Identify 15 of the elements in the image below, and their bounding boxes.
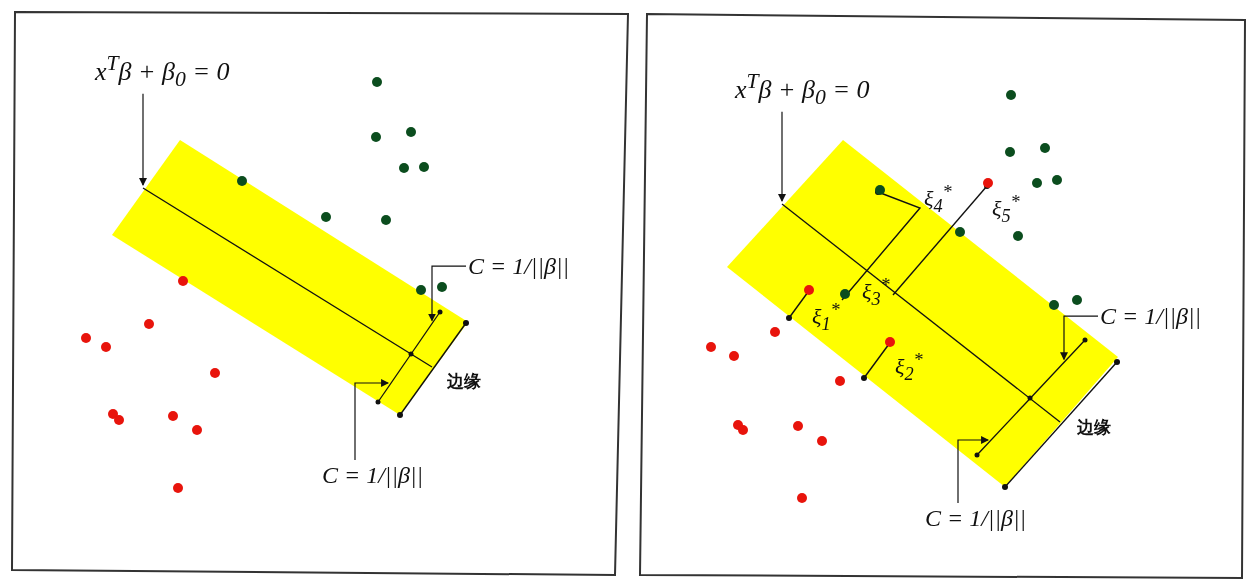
margin-label: 边缘 [447,372,481,391]
leader-line [354,379,390,461]
leader-line [957,436,990,504]
leader-line [778,111,786,202]
equation-label: x$^{T}$β + β$_{0}$ = 0 [735,70,870,110]
equation-label: x$^{T}$β + β$_{0}$ = 0 [95,52,230,92]
leader-line [139,93,147,186]
margin-label: 边缘 [1077,418,1111,437]
hyperplane-line [142,187,433,368]
equation-label: C = 1/||β|| [468,253,570,280]
leader-line [428,265,467,322]
equation-label: C = 1/||β|| [322,462,424,489]
leader-line [1060,315,1099,361]
equation-label: C = 1/||β|| [1100,303,1202,330]
equation-label: C = 1/||β|| [925,505,1027,532]
